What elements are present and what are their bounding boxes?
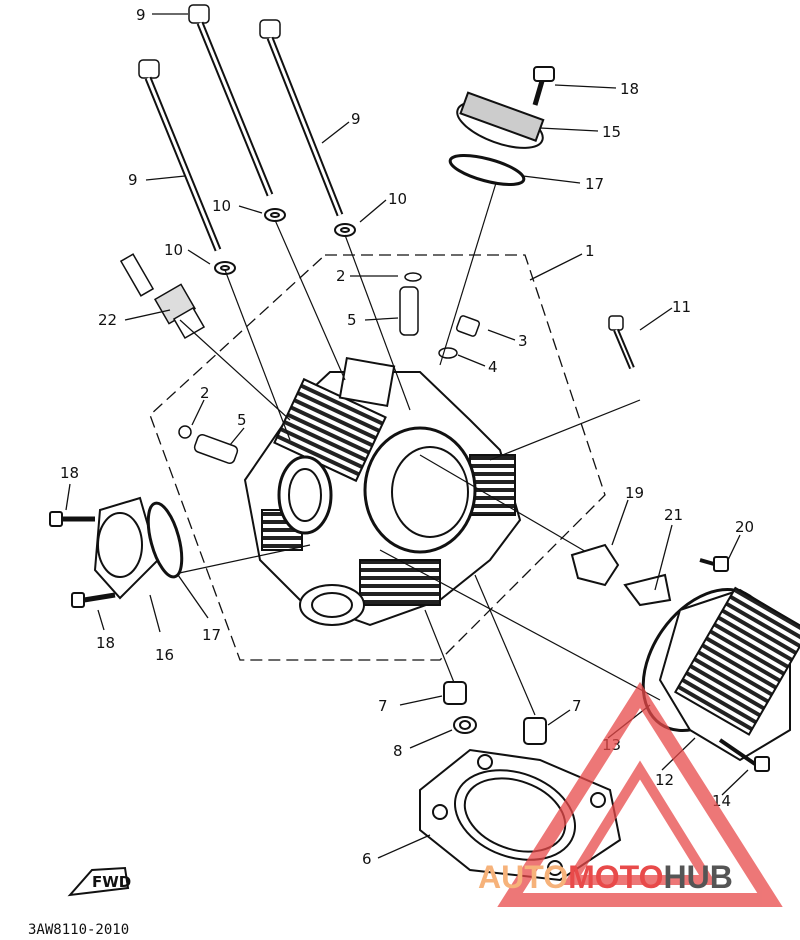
callout-19: 19	[625, 484, 644, 502]
callout-10a: 10	[212, 197, 231, 215]
callout-16: 16	[155, 646, 174, 664]
spark-plug	[119, 253, 206, 340]
callout-20: 20	[735, 518, 754, 536]
callout-labels: 9 9 9 10 10 10 22 2 5 2 5 1 3 4 11 18 15…	[60, 6, 754, 868]
callout-11: 11	[672, 298, 691, 316]
callout-18-top: 18	[620, 80, 639, 98]
callout-15: 15	[602, 123, 621, 141]
callout-17-top: 17	[585, 175, 604, 193]
callout-8: 8	[393, 742, 403, 760]
watermark-moto: MOTO	[568, 859, 663, 895]
callout-2a: 2	[336, 267, 346, 285]
head-bolt-middle	[188, 4, 274, 197]
callout-7b: 7	[572, 697, 582, 715]
callout-leaders	[65, 13, 749, 859]
cylinder-head	[243, 356, 522, 627]
callout-4: 4	[488, 358, 498, 376]
callout-9c: 9	[128, 171, 138, 189]
callout-9b: 9	[351, 110, 361, 128]
watermark-auto: AUTO	[478, 859, 568, 895]
drawing-code: 3AW8110-2010	[28, 922, 129, 938]
head-bolt-left	[138, 59, 222, 252]
callout-22: 22	[98, 311, 117, 329]
tappet-cover-top	[448, 66, 555, 186]
watermark: AUTOMOTOHUB	[478, 681, 783, 907]
watermark-hub: HUB	[663, 859, 732, 895]
watermark-triangle-icon	[497, 681, 783, 907]
callout-21: 21	[664, 506, 683, 524]
small-bolts	[438, 315, 635, 370]
callout-17-left: 17	[202, 626, 221, 644]
assembly-outline	[149, 254, 606, 661]
valve-guides	[178, 272, 422, 464]
callout-9a: 9	[136, 6, 146, 24]
callout-10b: 10	[388, 190, 407, 208]
leader-centerlines	[169, 169, 661, 716]
callout-1: 1	[585, 242, 595, 260]
dowels	[443, 681, 547, 745]
side-cover-right	[570, 543, 800, 772]
callout-3: 3	[518, 332, 528, 350]
callout-18-left-lower: 18	[96, 634, 115, 652]
callout-12: 12	[655, 771, 674, 789]
callout-6: 6	[362, 850, 372, 868]
callout-2b: 2	[200, 384, 210, 402]
callout-10c: 10	[164, 241, 183, 259]
callout-5b: 5	[237, 411, 247, 429]
callout-5a: 5	[347, 311, 357, 329]
head-bolt-right	[259, 19, 344, 217]
callout-7a: 7	[378, 697, 388, 715]
tappet-cover-left	[49, 496, 184, 608]
fwd-arrow-icon: FWD	[67, 866, 131, 897]
watermark-text: AUTOMOTOHUB	[478, 859, 733, 895]
fwd-label: FWD	[92, 873, 131, 891]
callout-18-left-upper: 18	[60, 464, 79, 482]
